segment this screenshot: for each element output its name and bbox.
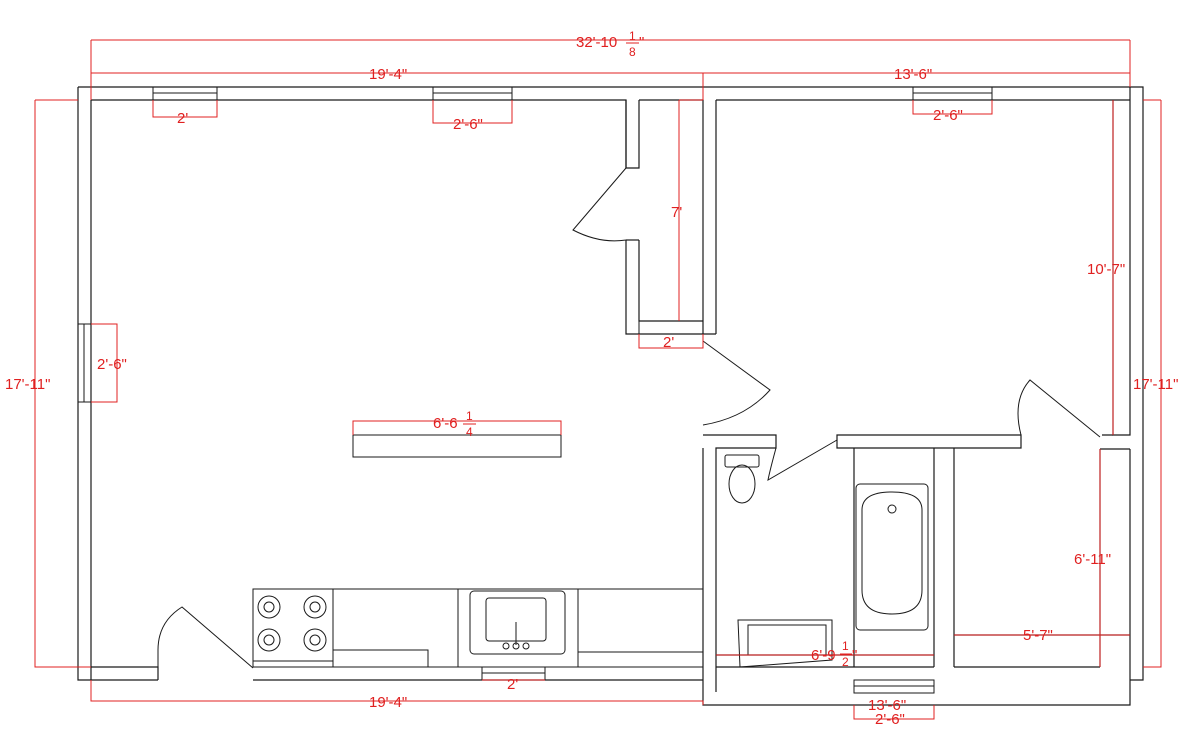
kitchen-counter [252, 588, 704, 668]
door-closet [572, 167, 627, 242]
toilet-tank [724, 454, 760, 468]
stove [252, 588, 334, 662]
windows [77, 86, 993, 694]
walls [77, 86, 1144, 706]
dim-closet2-width: 5'-7" [1023, 627, 1053, 644]
closet-wall-left [625, 100, 640, 169]
dim-bottom-right-width: 13'-6" [868, 697, 906, 714]
dim-closet-width: 2' [663, 334, 674, 351]
dim-island-width: 6'-6 [433, 415, 458, 432]
dim-bath-frac-num: 1 [842, 639, 849, 653]
dim-closet-height: 7' [671, 204, 682, 221]
doors [157, 167, 1101, 669]
door-bedroom [1017, 379, 1101, 438]
door-bath [767, 439, 838, 481]
dim-window-left-wall: 2'-6" [97, 356, 127, 373]
dim-island-frac-den: 4 [466, 425, 473, 439]
dim-overall-width-inch: " [639, 34, 644, 51]
door-hall [702, 340, 771, 426]
door-entry [157, 606, 254, 669]
dim-window-top-left: 2' [177, 110, 188, 127]
dim-left-height: 17'-11" [5, 376, 50, 393]
dim-window-top-mid: 2'-6" [453, 116, 483, 133]
toilet-bowl [728, 464, 756, 504]
bath-inner-walls [716, 448, 1130, 668]
bottom-wall [91, 666, 703, 681]
right-wall-lower [702, 448, 1131, 706]
dim-overall-width-frac-num: 1 [629, 29, 636, 43]
dim-bottom-window: 2'-6" [875, 711, 905, 728]
dim-right-top-width: 13'-6" [894, 66, 932, 83]
bathtub [855, 483, 929, 631]
dim-left-top-width: 19'-4" [369, 66, 407, 83]
dimension-lines [34, 39, 1162, 720]
stove-burners [257, 595, 327, 652]
kitchen-island [352, 434, 562, 458]
dim-bath-width: 6'-9 [811, 647, 836, 664]
dim-overall-width-frac-den: 8 [629, 45, 636, 59]
dim-overall-width: 32'-10 [576, 34, 617, 51]
dim-window-top-right: 2'-6" [933, 107, 963, 124]
dim-bath-frac-den: 2 [842, 655, 849, 669]
dim-right-height: 17'-11" [1133, 376, 1178, 393]
exterior-wall-outer [77, 86, 1144, 681]
dim-island-frac-num: 1 [466, 409, 473, 423]
dim-bedroom-height: 10'-7" [1087, 261, 1125, 278]
dim-kitchen-window: 2' [507, 676, 518, 693]
dim-bottom-left-width: 19'-4" [369, 694, 407, 711]
dimension-labels: 32'-10 1 8 " 19'-4" 13'-6" 2' 2'-6" 2'-6… [5, 29, 1178, 728]
closet-shelf [638, 320, 704, 335]
top-wall-inner [91, 99, 1130, 334]
fixtures [252, 320, 929, 668]
dim-closet2-height: 6'-11" [1074, 551, 1111, 568]
kitchen-sink [469, 590, 566, 655]
dim-bath-inch: " [852, 647, 857, 664]
